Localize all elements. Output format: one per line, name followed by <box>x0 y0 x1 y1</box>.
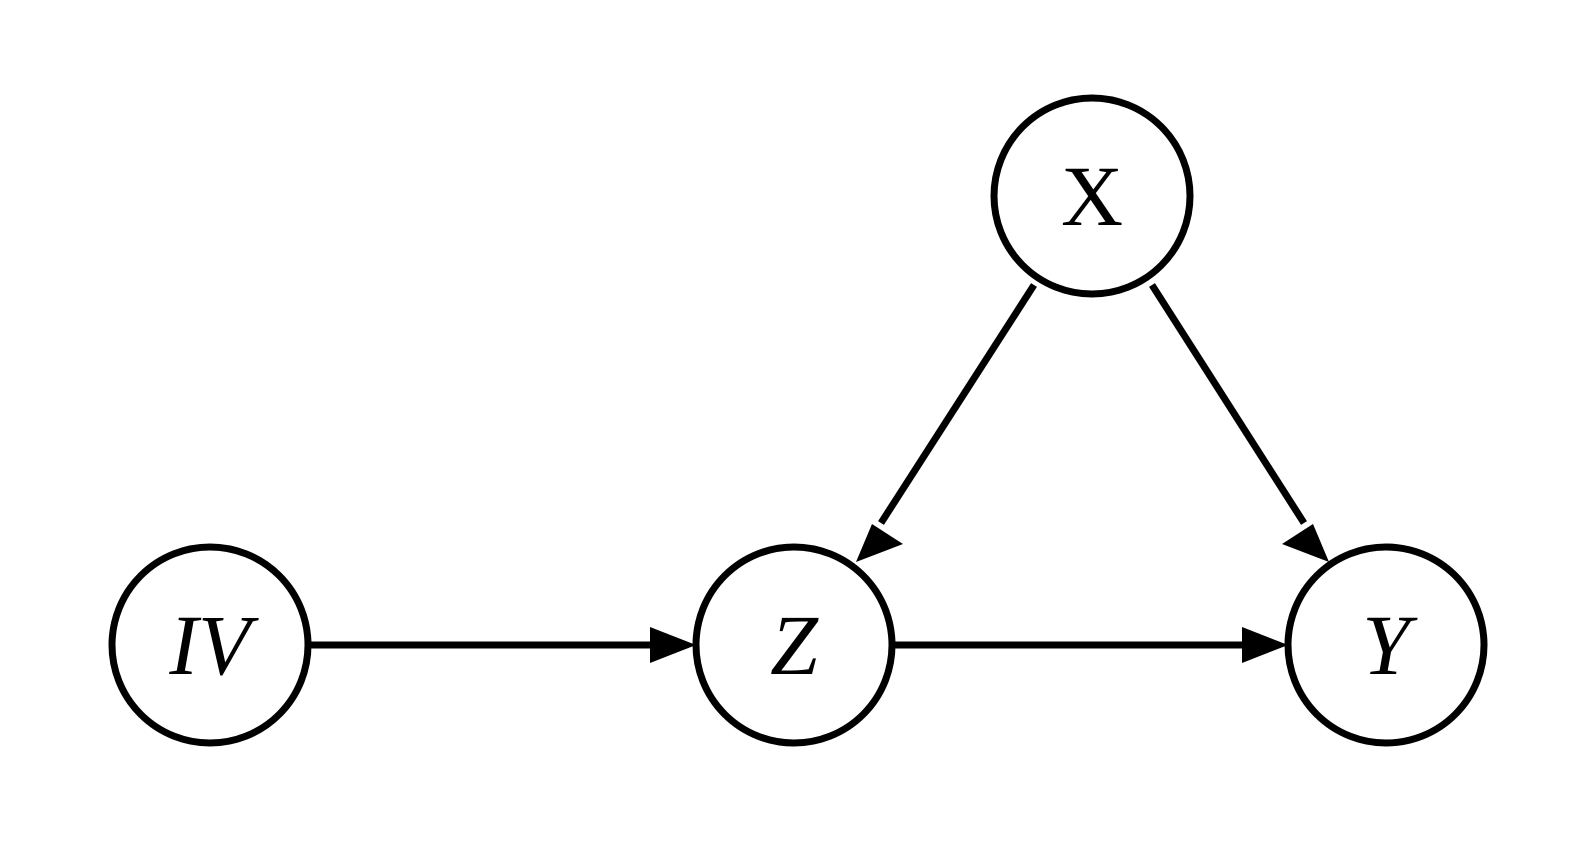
node-y[interactable]: Y <box>1284 543 1488 747</box>
node-x-label: X <box>1061 148 1123 244</box>
edge-z-to-y-arrowhead <box>1242 627 1288 663</box>
edge-iv-to-z-arrowhead <box>650 627 696 663</box>
edge-x-to-z-arrowhead <box>856 524 903 562</box>
edge-iv-to-z[interactable] <box>308 627 696 663</box>
node-z-label: Z <box>770 597 819 693</box>
edge-z-to-y[interactable] <box>892 627 1288 663</box>
edge-x-to-y[interactable] <box>1149 283 1329 562</box>
node-z[interactable]: Z <box>692 543 896 747</box>
edge-x-to-y-arrowhead <box>1282 524 1329 562</box>
node-y-circle <box>1284 543 1488 747</box>
node-x[interactable]: X <box>990 94 1194 298</box>
node-iv-label: IV <box>168 597 259 693</box>
node-iv-circle <box>108 543 312 747</box>
node-x-circle <box>990 94 1194 298</box>
node-layer: IV Z Y X <box>108 94 1488 747</box>
edge-layer <box>308 283 1329 663</box>
node-z-circle <box>692 543 896 747</box>
edge-x-to-y-line <box>1149 283 1307 525</box>
node-y-label: Y <box>1362 597 1418 693</box>
node-iv[interactable]: IV <box>108 543 312 747</box>
edge-x-to-z-line <box>878 283 1037 525</box>
edge-x-to-z[interactable] <box>856 283 1037 562</box>
